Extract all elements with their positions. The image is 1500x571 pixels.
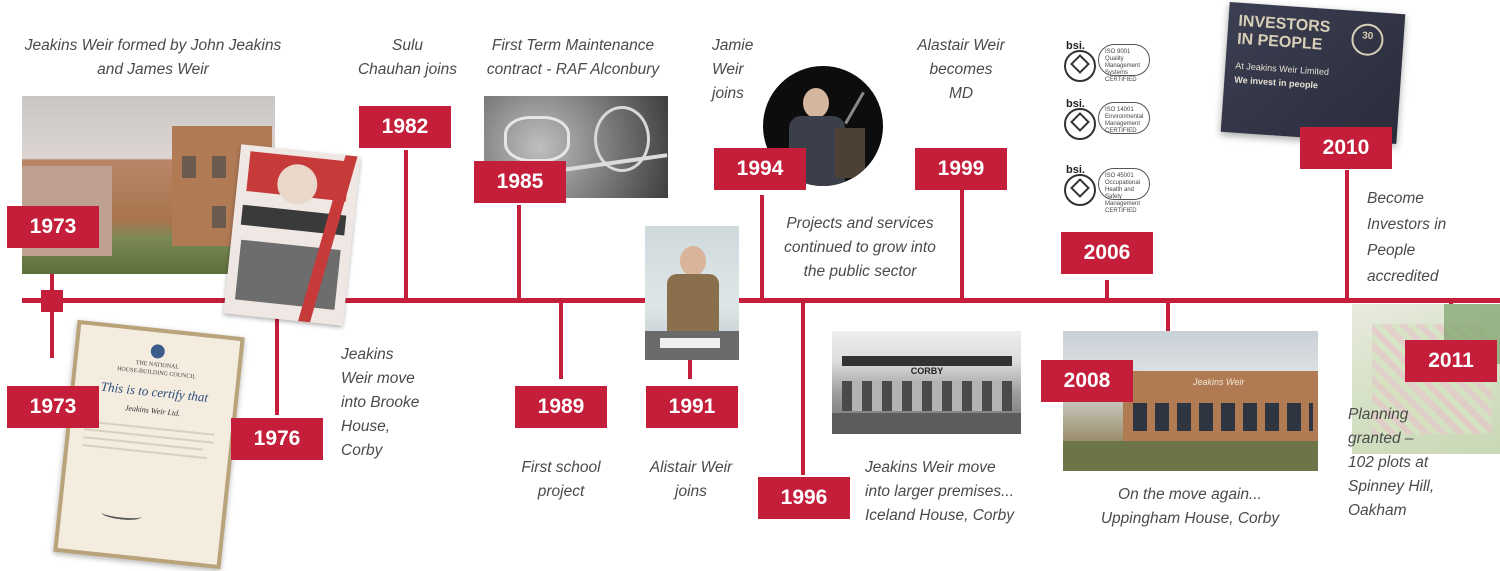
connector-1973b — [50, 303, 54, 358]
nhbc-certificate: THE NATIONAL HOUSE-BUILDING COUNCIL This… — [53, 319, 245, 570]
year-1991: 1991 — [646, 386, 738, 428]
connector-1996 — [801, 303, 805, 475]
year-2006: 2006 — [1061, 232, 1153, 274]
connector-1982 — [404, 150, 408, 298]
connector-1976 — [275, 303, 279, 415]
iip-line4: We invest in people — [1234, 74, 1319, 91]
year-1994: 1994 — [714, 148, 806, 190]
connector-2006 — [1105, 280, 1109, 298]
investors-in-people-plaque: INVESTORS IN PEOPLE 30 At Jeakins Weir L… — [1220, 2, 1406, 144]
year-1985: 1985 — [474, 161, 566, 203]
year-1999: 1999 — [915, 148, 1007, 190]
alistair-weir-photo — [645, 226, 739, 360]
year-1973-top: 1973 — [7, 206, 99, 248]
year-1982: 1982 — [359, 106, 451, 148]
iceland-house-photo: CORBY — [832, 331, 1021, 434]
uppingham-house-photo: Jeakins Weir — [1063, 331, 1318, 471]
year-1996: 1996 — [758, 477, 850, 519]
newspaper-clipping-1976 — [223, 144, 361, 326]
connector-1999 — [960, 190, 964, 298]
connector-2008 — [1166, 303, 1170, 333]
connector-1989 — [559, 303, 563, 379]
timeline-start-marker — [41, 290, 63, 312]
connector-2010 — [1345, 170, 1349, 298]
iip-badge-number: 30 — [1361, 30, 1374, 43]
year-2008: 2008 — [1041, 360, 1133, 402]
timeline-axis — [22, 298, 1500, 303]
year-2010: 2010 — [1300, 127, 1392, 169]
caption-2008: On the move again...Uppingham House, Cor… — [1100, 486, 1280, 527]
year-1989: 1989 — [515, 386, 607, 428]
year-1976: 1976 — [231, 418, 323, 460]
connector-1985 — [517, 205, 521, 298]
uppingham-building-sign: Jeakins Weir — [1193, 377, 1245, 387]
year-1973-bottom: 1973 — [7, 386, 99, 428]
year-2011: 2011 — [1405, 340, 1497, 382]
iceland-house-sign: CORBY — [910, 366, 944, 376]
connector-1994 — [760, 195, 764, 298]
